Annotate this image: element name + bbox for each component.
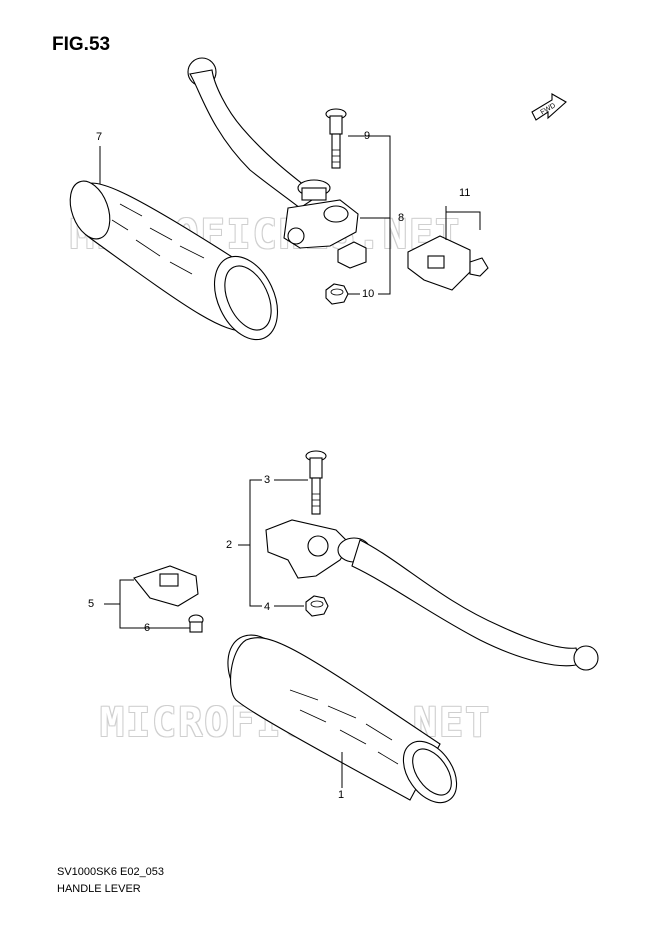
bracket-11 [445, 206, 481, 240]
grip-lower [227, 634, 458, 804]
switch-lower [133, 565, 204, 633]
figure-name: HANDLE LEVER [57, 883, 141, 895]
figure-title: FIG.53 [52, 34, 111, 55]
callout-5: 5 [88, 598, 95, 610]
lever-lower [265, 519, 599, 671]
callout-6: 6 [144, 622, 151, 634]
nut-upper [325, 283, 349, 305]
callout-8: 8 [398, 212, 405, 224]
nut-lower [305, 595, 329, 617]
callout-4: 4 [264, 601, 271, 613]
callout-11: 11 [459, 187, 471, 199]
callout-2: 2 [226, 539, 233, 551]
switch-upper [407, 235, 489, 291]
grip-upper [69, 180, 279, 341]
callout-7: 7 [96, 131, 103, 143]
bracket-8-10 [378, 135, 391, 295]
bolt-lower [305, 450, 327, 515]
callout-10: 10 [362, 288, 375, 300]
bracket-2 [249, 479, 262, 607]
callout-9: 9 [364, 130, 371, 142]
model-code: SV1000SK6 E02_053 [57, 866, 165, 878]
fwd-arrow-icon: FWD [531, 93, 567, 121]
callout-3: 3 [264, 474, 271, 486]
lever-upper [187, 57, 367, 269]
bolt-upper [325, 108, 347, 169]
callout-1: 1 [338, 789, 345, 801]
